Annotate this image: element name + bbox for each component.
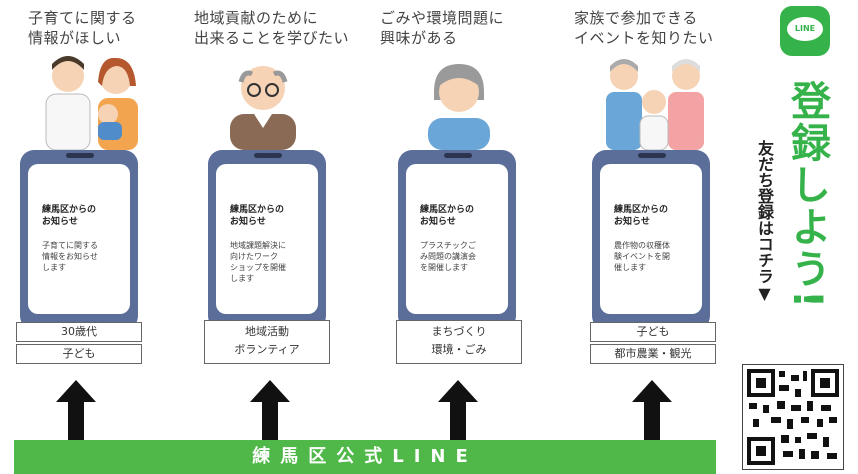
column-1-heading: 子育てに関する 情報がほしい bbox=[28, 9, 137, 47]
qr-code-icon[interactable] bbox=[742, 364, 844, 470]
bubble-tail bbox=[610, 184, 630, 202]
woman-illustration bbox=[428, 64, 490, 150]
arrow-up-icon bbox=[438, 380, 478, 440]
phone-notch bbox=[444, 153, 472, 158]
tag-agriculture-tourism: 都市農業・観光 bbox=[590, 344, 716, 364]
arrow-up-icon bbox=[250, 380, 290, 440]
phone-screen: 練馬区からの お知らせ 子育てに関する 情報をお知らせ します bbox=[28, 164, 130, 314]
parent-and-child-illustration bbox=[45, 56, 138, 150]
bubble-tail bbox=[226, 184, 246, 202]
notice-body: 子育てに関する 情報をお知らせ します bbox=[42, 241, 98, 272]
arrow-up-icon bbox=[56, 380, 96, 440]
column-4-heading: 家族で参加できる イベントを知りたい bbox=[574, 9, 714, 47]
official-line-banner: 練馬区公式LINE bbox=[14, 440, 716, 474]
phone-notch bbox=[66, 153, 94, 158]
elderly-man-illustration bbox=[230, 66, 296, 150]
register-call-to-action: 登録しよう! bbox=[784, 80, 830, 311]
family-illustration bbox=[606, 59, 704, 150]
notice-body: 農作物の収穫体 験イベントを開 催します bbox=[614, 241, 670, 272]
bubble-tail bbox=[38, 184, 58, 202]
tag-children: 子ども bbox=[590, 322, 716, 342]
tag-environment: まちづくり 環境・ごみ bbox=[396, 320, 522, 364]
notice-title: 練馬区からの お知らせ bbox=[420, 205, 475, 227]
column-3-heading: ごみや環境問題に 興味がある bbox=[380, 9, 505, 47]
notice-body: プラスチックご み問題の講演会 を開催します bbox=[420, 241, 476, 272]
column-2-heading: 地域貢献のために 出来ることを学びたい bbox=[194, 9, 350, 47]
line-bubble bbox=[787, 17, 823, 41]
add-friend-instruction: 友だち登録はコチラ▼ bbox=[755, 140, 774, 303]
phone-screen: 練馬区からの お知らせ 地域課題解決に 向けたワーク ショップを開催 します bbox=[216, 164, 318, 314]
line-logo-icon[interactable]: LINE bbox=[780, 6, 830, 56]
tag-community: 地域活動 ボランティア bbox=[204, 320, 330, 364]
tag-age: 30歳代 bbox=[16, 322, 142, 342]
phone-screen: 練馬区からの お知らせ プラスチックご み問題の講演会 を開催します bbox=[406, 164, 508, 314]
phone-notch bbox=[254, 153, 282, 158]
phone-2: 練馬区からの お知らせ 地域課題解決に 向けたワーク ショップを開催 します bbox=[208, 150, 326, 330]
phone-4: 練馬区からの お知らせ 農作物の収穫体 験イベントを開 催します bbox=[592, 150, 710, 330]
notice-title: 練馬区からの お知らせ bbox=[614, 205, 669, 227]
bubble-tail bbox=[416, 184, 436, 202]
line-logo-text: LINE bbox=[794, 24, 816, 33]
notice-title: 練馬区からの お知らせ bbox=[230, 205, 285, 227]
phone-3: 練馬区からの お知らせ プラスチックご み問題の講演会 を開催します bbox=[398, 150, 516, 330]
arrow-up-icon bbox=[632, 380, 672, 440]
tag-children: 子ども bbox=[16, 344, 142, 364]
notice-body: 地域課題解決に 向けたワーク ショップを開催 します bbox=[230, 241, 286, 283]
phone-screen: 練馬区からの お知らせ 農作物の収穫体 験イベントを開 催します bbox=[600, 164, 702, 314]
phone-1: 練馬区からの お知らせ 子育てに関する 情報をお知らせ します bbox=[20, 150, 138, 330]
notice-title: 練馬区からの お知らせ bbox=[42, 205, 97, 227]
phone-notch bbox=[638, 153, 666, 158]
